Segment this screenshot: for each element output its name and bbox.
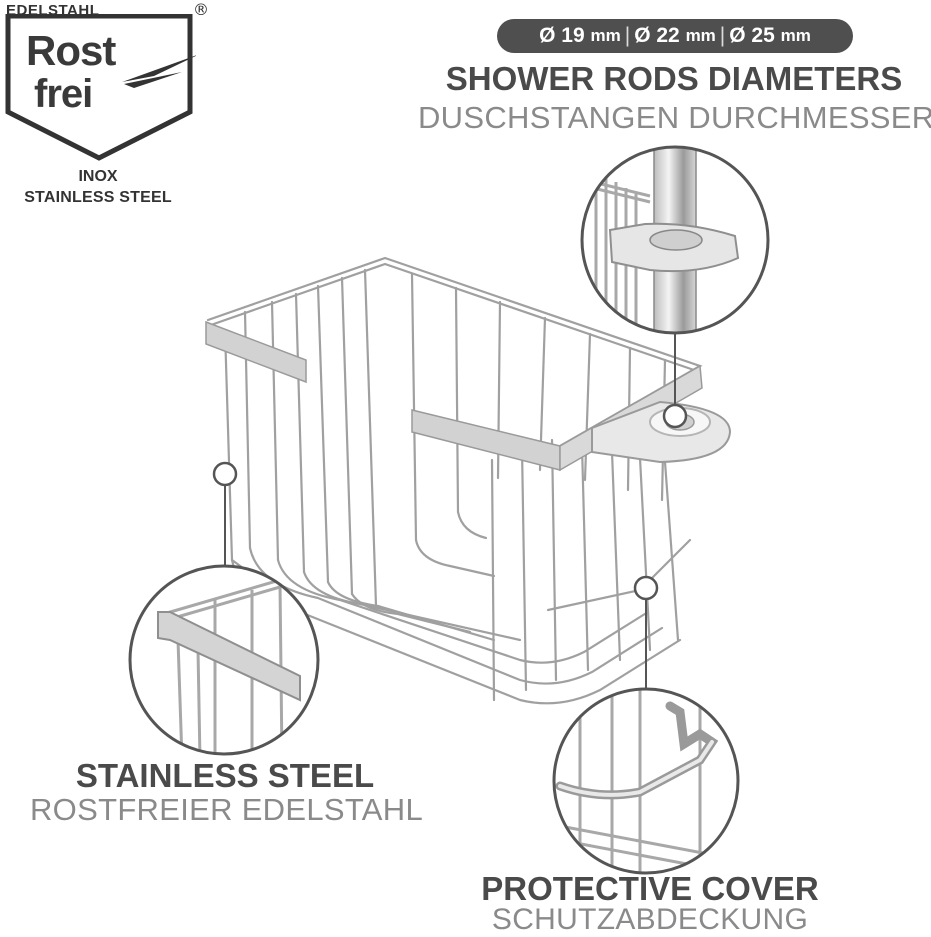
badge-inox: INOX (78, 168, 118, 185)
cover-subtitle: SCHUTZABDECKUNG (491, 903, 809, 936)
diameter-19: Ø 19 (539, 24, 585, 47)
rostfrei-shield-logo-icon (5, 14, 196, 161)
diameter-25: Ø 25 (729, 24, 775, 47)
unit-3: mm (780, 26, 811, 45)
cover-title: PROTECTIVE COVER (481, 870, 819, 907)
diameters-pill: Ø 19 mm | Ø 22 mm | Ø 25 mm (497, 19, 853, 53)
diameter-22: Ø 22 (634, 24, 680, 47)
rods-title: SHOWER RODS DIAMETERS (445, 60, 903, 97)
rods-subtitle: DUSCHSTANGEN DURCHMESSER (418, 100, 931, 135)
separator-1: | (624, 24, 631, 47)
separator-2: | (719, 24, 726, 47)
badge-word-frei: frei (34, 72, 93, 116)
badge-stainless-steel: STAINLESS STEEL (24, 189, 172, 206)
badge-word-rost: Rost (26, 27, 116, 74)
registered-mark: ® (193, 0, 209, 19)
steel-subtitle: ROSTFREIER EDELSTAHL (30, 792, 424, 827)
steel-title: STAINLESS STEEL (75, 757, 375, 794)
unit-1: mm (590, 26, 621, 45)
unit-2: mm (685, 26, 716, 45)
